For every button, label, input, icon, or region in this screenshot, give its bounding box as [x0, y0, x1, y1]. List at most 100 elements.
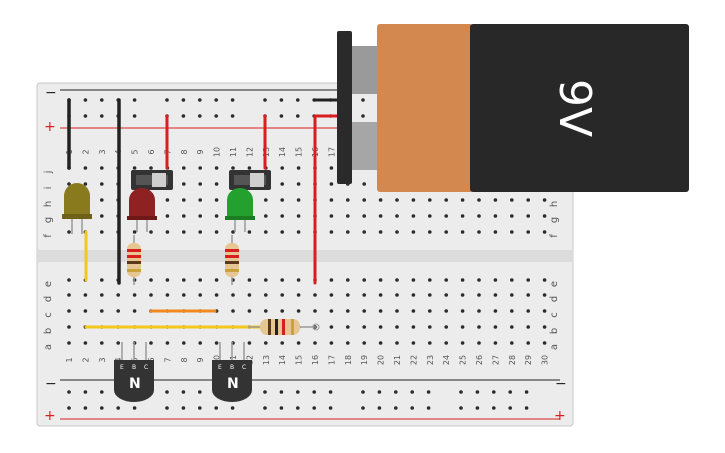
breadboard-hole[interactable] [264, 309, 268, 313]
breadboard-hole[interactable] [428, 293, 432, 297]
breadboard-hole[interactable] [362, 182, 367, 186]
rail-hole[interactable] [279, 98, 284, 102]
breadboard-hole[interactable] [493, 198, 498, 202]
breadboard-hole[interactable] [198, 230, 202, 234]
breadboard-hole[interactable] [296, 278, 301, 282]
rail-hole[interactable] [328, 390, 333, 394]
breadboard-hole[interactable] [444, 198, 449, 202]
rail-hole[interactable] [312, 406, 317, 410]
rail-hole[interactable] [459, 390, 463, 394]
breadboard-hole[interactable] [477, 341, 481, 345]
rail-hole[interactable] [361, 390, 365, 394]
rail-hole[interactable] [410, 390, 415, 394]
breadboard-hole[interactable] [165, 214, 170, 218]
breadboard-hole[interactable] [296, 341, 301, 345]
breadboard-hole[interactable] [477, 214, 481, 218]
breadboard-hole[interactable] [395, 198, 399, 202]
breadboard-hole[interactable] [346, 278, 350, 282]
breadboard-hole[interactable] [214, 198, 219, 202]
breadboard-hole[interactable] [296, 230, 301, 234]
breadboard-hole[interactable] [378, 341, 383, 345]
breadboard-hole[interactable] [378, 278, 383, 282]
breadboard-hole[interactable] [362, 325, 367, 329]
breadboard-hole[interactable] [493, 230, 498, 234]
breadboard-hole[interactable] [362, 198, 367, 202]
breadboard-hole[interactable] [329, 198, 334, 202]
breadboard-hole[interactable] [428, 309, 432, 313]
breadboard-hole[interactable] [100, 309, 104, 313]
breadboard-hole[interactable] [280, 198, 285, 202]
breadboard-hole[interactable] [100, 230, 104, 234]
breadboard-hole[interactable] [395, 214, 399, 218]
rail-hole[interactable] [198, 390, 202, 394]
breadboard-hole[interactable] [510, 293, 514, 297]
slide-switch-icon[interactable] [229, 170, 271, 190]
rail-hole[interactable] [181, 114, 186, 118]
breadboard-hole[interactable] [477, 309, 481, 313]
rail-hole[interactable] [361, 114, 365, 118]
breadboard-hole[interactable] [264, 278, 268, 282]
breadboard-hole[interactable] [100, 166, 104, 170]
breadboard-hole[interactable] [346, 341, 350, 345]
breadboard-hole[interactable] [280, 182, 285, 186]
breadboard-hole[interactable] [444, 278, 449, 282]
breadboard-hole[interactable] [329, 214, 334, 218]
breadboard-hole[interactable] [329, 166, 334, 170]
breadboard-hole[interactable] [362, 278, 367, 282]
breadboard-hole[interactable] [100, 182, 104, 186]
breadboard-hole[interactable] [510, 230, 514, 234]
breadboard-hole[interactable] [296, 214, 301, 218]
rail-hole[interactable] [100, 114, 104, 118]
breadboard-hole[interactable] [67, 293, 71, 297]
breadboard-hole[interactable] [198, 198, 202, 202]
breadboard-hole[interactable] [444, 309, 449, 313]
rail-hole[interactable] [198, 406, 202, 410]
breadboard-hole[interactable] [444, 293, 449, 297]
breadboard-hole[interactable] [346, 230, 350, 234]
breadboard-hole[interactable] [460, 309, 465, 313]
breadboard-hole[interactable] [231, 309, 235, 313]
breadboard-hole[interactable] [542, 325, 547, 329]
breadboard-hole[interactable] [378, 230, 383, 234]
breadboard-hole[interactable] [395, 325, 399, 329]
breadboard-hole[interactable] [280, 341, 285, 345]
breadboard-hole[interactable] [182, 214, 186, 218]
breadboard-hole[interactable] [346, 325, 350, 329]
breadboard-hole[interactable] [67, 325, 71, 329]
rail-hole[interactable] [100, 98, 104, 102]
breadboard-hole[interactable] [264, 293, 268, 297]
breadboard-hole[interactable] [526, 341, 530, 345]
rail-hole[interactable] [524, 406, 529, 410]
breadboard-hole[interactable] [149, 341, 153, 345]
breadboard-hole[interactable] [182, 198, 186, 202]
rail-hole[interactable] [198, 114, 202, 118]
breadboard-hole[interactable] [165, 198, 170, 202]
rail-hole[interactable] [459, 406, 463, 410]
breadboard-hole[interactable] [346, 293, 350, 297]
rail-hole[interactable] [165, 406, 169, 410]
breadboard-hole[interactable] [165, 230, 170, 234]
breadboard-hole[interactable] [329, 341, 334, 345]
rail-hole[interactable] [377, 406, 382, 410]
breadboard-hole[interactable] [378, 325, 383, 329]
rail-hole[interactable] [132, 98, 137, 102]
rail-hole[interactable] [230, 98, 235, 102]
breadboard-hole[interactable] [329, 230, 334, 234]
breadboard-hole[interactable] [231, 166, 235, 170]
breadboard-hole[interactable] [411, 293, 416, 297]
breadboard-hole[interactable] [165, 278, 170, 282]
breadboard-hole[interactable] [83, 166, 88, 170]
breadboard-hole[interactable] [477, 293, 481, 297]
breadboard-hole[interactable] [346, 309, 350, 313]
rail-hole[interactable] [279, 390, 284, 394]
rail-hole[interactable] [67, 390, 71, 394]
rail-hole[interactable] [230, 114, 235, 118]
rail-hole[interactable] [377, 390, 382, 394]
slide-switch-icon[interactable] [131, 170, 173, 190]
breadboard-hole[interactable] [460, 278, 465, 282]
rail-hole[interactable] [83, 98, 88, 102]
breadboard-hole[interactable] [83, 309, 88, 313]
rail-hole[interactable] [296, 98, 300, 102]
breadboard-hole[interactable] [198, 341, 202, 345]
rail-hole[interactable] [83, 390, 88, 394]
